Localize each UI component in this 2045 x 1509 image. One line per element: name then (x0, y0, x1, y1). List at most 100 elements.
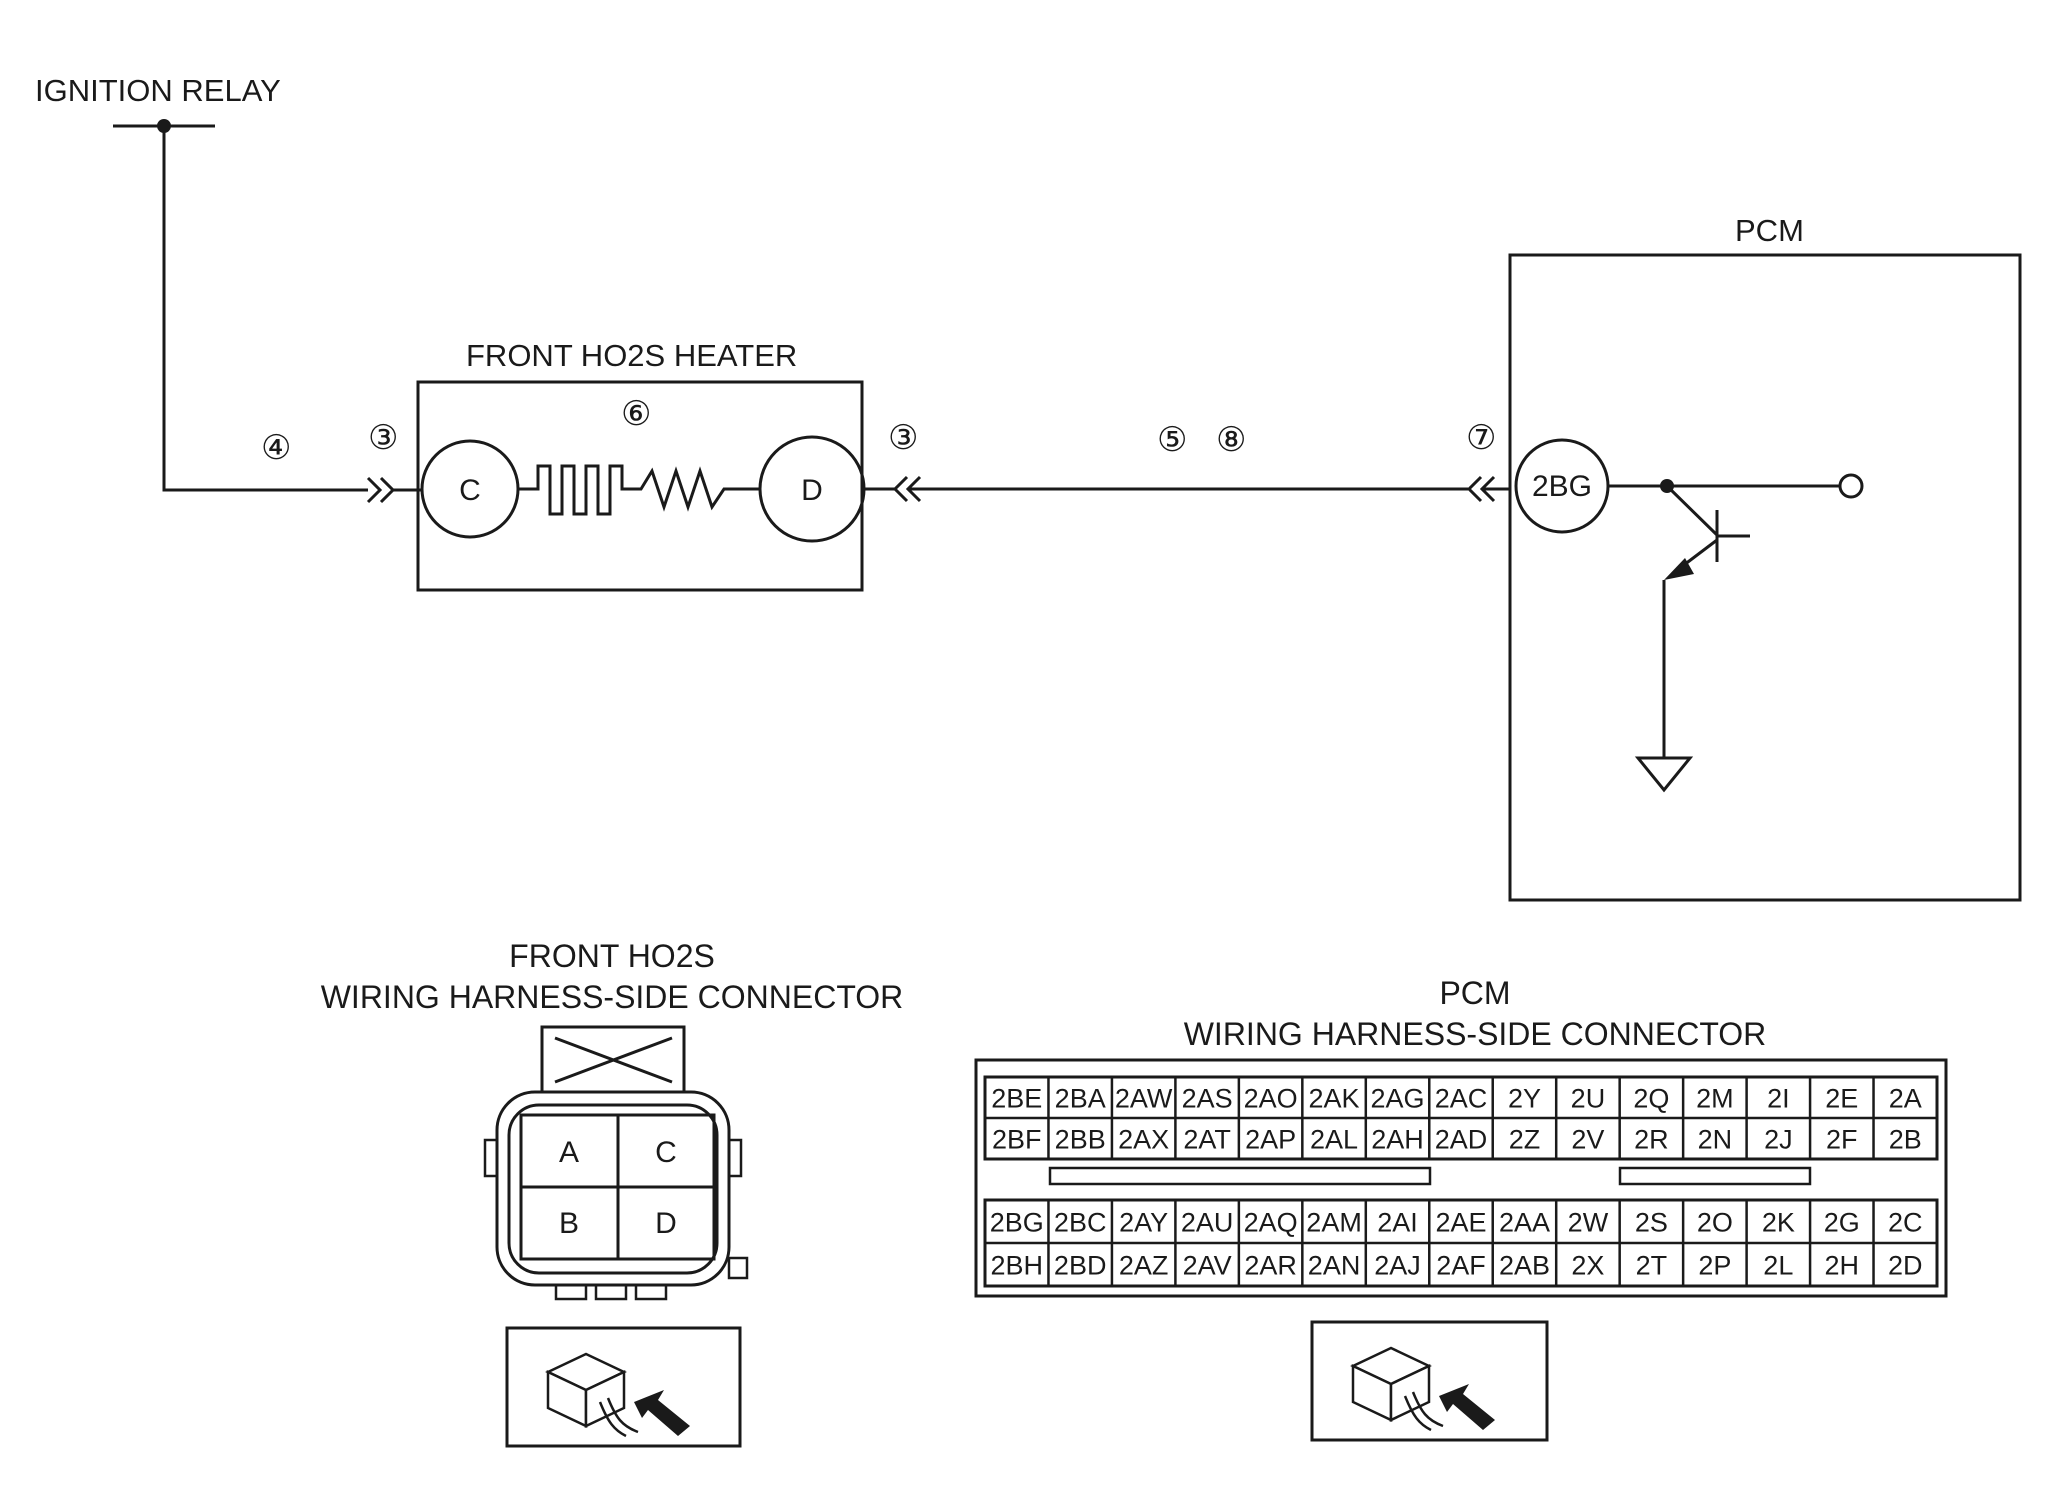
ignition-relay-label: IGNITION RELAY (35, 73, 281, 108)
pcm-pin-2aw: 2AW (1115, 1084, 1173, 1114)
pcm-pin-2ac: 2AC (1435, 1084, 1488, 1114)
pcm-pin-2ad: 2AD (1435, 1125, 1488, 1155)
pcm-connector-title-1: PCM (1439, 975, 1510, 1011)
pcm-pin-2w: 2W (1568, 1208, 1609, 1238)
transistor-emitter-arrow (1664, 558, 1694, 580)
pcm-pin-2bc: 2BC (1054, 1208, 1107, 1238)
pcm-pin-2ay: 2AY (1119, 1208, 1168, 1238)
pcm-pin-2ab: 2AB (1499, 1251, 1550, 1281)
ho2s-pin-b: B (559, 1207, 579, 1240)
pcm-pin-2bb: 2BB (1055, 1125, 1106, 1155)
ho2s-connector-title-2: WIRING HARNESS-SIDE CONNECTOR (321, 979, 904, 1015)
pcm-label: PCM (1735, 213, 1804, 248)
pcm-pin-2ai: 2AI (1377, 1208, 1418, 1238)
heater-label: FRONT HO2S HEATER (466, 338, 797, 373)
pcm-pin-2ao: 2AO (1244, 1084, 1298, 1114)
pcm-pin-2ar: 2AR (1244, 1251, 1297, 1281)
connector-chevron-right-1 (892, 475, 909, 503)
pcm-pin-2y: 2Y (1508, 1084, 1541, 1114)
pcm-pin-2d: 2D (1888, 1251, 1923, 1281)
heater-terminal-d-label: D (801, 474, 823, 507)
pcm-pin-2z: 2Z (1509, 1125, 1541, 1155)
pcm-pin-2ax: 2AX (1118, 1125, 1169, 1155)
pcm-pin-2al: 2AL (1310, 1125, 1358, 1155)
pcm-pin-2a: 2A (1889, 1084, 1922, 1114)
pcm-pin-2c: 2C (1888, 1208, 1923, 1238)
pcm-pin-2x: 2X (1571, 1251, 1604, 1281)
pcm-pin-2bd: 2BD (1054, 1251, 1107, 1281)
pcm-pin-2n: 2N (1698, 1125, 1733, 1155)
connector-chevron-pcm-1 (1466, 475, 1483, 503)
ho2s-connector-face: A C B D (483, 1025, 749, 1301)
pcm-pin-2h: 2H (1825, 1251, 1860, 1281)
heater-terminal-d (758, 435, 866, 543)
pcm-pin-2ap: 2AP (1245, 1125, 1296, 1155)
pcm-connector-key-right (1618, 1166, 1812, 1186)
pcm-pin-2at: 2AT (1183, 1125, 1231, 1155)
pcm-connector-housing (974, 1058, 1948, 1298)
pcm-connector-face: 2BE 2BA 2AW 2AS 2AO 2AK 2AG 2AC 2Y 2U 2Q 2M 2I 2E 2A 2B… (974, 1058, 1948, 1298)
pcm-pin-2bg: 2BG (990, 1208, 1044, 1238)
wire-ignition-to-heater (162, 126, 368, 492)
pcm-pin-2u: 2U (1571, 1084, 1606, 1114)
pcm-connector-key-left (1048, 1166, 1432, 1186)
pcm-pin-2p: 2P (1698, 1251, 1731, 1281)
connector-chevron-left-1 (366, 476, 383, 504)
pcm-pin-2bh: 2BH (990, 1251, 1043, 1281)
view-direction-icon-pcm (1310, 1320, 1549, 1442)
ho2s-pin-d: D (655, 1207, 677, 1240)
callout-7: ⑦ (1466, 419, 1496, 457)
ho2s-connector-title-1: FRONT HO2S (509, 938, 715, 974)
heater-element-resistor (518, 464, 759, 516)
pcm-pin-2q: 2Q (1633, 1084, 1669, 1114)
pcm-pin-2ae: 2AE (1435, 1208, 1486, 1238)
pcm-pin-2b: 2B (1889, 1125, 1922, 1155)
pcm-pin-2ba: 2BA (1055, 1084, 1106, 1114)
pcm-pin-2ak: 2AK (1309, 1084, 1360, 1114)
ho2s-pin-a: A (559, 1136, 579, 1169)
pcm-pin-2j: 2J (1764, 1125, 1793, 1155)
pcm-pin-2o: 2O (1697, 1208, 1733, 1238)
ho2s-pin-c: C (655, 1136, 677, 1169)
pcm-pin-2m: 2M (1696, 1084, 1734, 1114)
pcm-pin-2aj: 2AJ (1374, 1251, 1421, 1281)
pcm-pin-2aq: 2AQ (1244, 1208, 1298, 1238)
view-direction-icon-ho2s (505, 1326, 742, 1448)
pcm-pin-2g: 2G (1824, 1208, 1860, 1238)
pcm-pin-2v: 2V (1571, 1125, 1604, 1155)
ground-symbol (1634, 756, 1694, 793)
pcm-connector-title-2: WIRING HARNESS-SIDE CONNECTOR (1184, 1016, 1767, 1052)
pcm-pin-2ag: 2AG (1371, 1084, 1425, 1114)
pcm-pin-2f: 2F (1826, 1125, 1858, 1155)
pcm-pin-2aa: 2AA (1499, 1208, 1550, 1238)
callout-6: ⑥ (621, 395, 651, 433)
heater-box (416, 380, 864, 592)
callout-8: ⑧ (1216, 421, 1246, 459)
callout-5: ⑤ (1157, 421, 1187, 459)
pcm-pin-2be: 2BE (991, 1084, 1042, 1114)
pcm-pin-2ah: 2AH (1371, 1125, 1424, 1155)
pcm-pin-2av: 2AV (1183, 1251, 1232, 1281)
callout-4: ④ (261, 429, 291, 467)
pcm-pin-2s: 2S (1635, 1208, 1668, 1238)
pcm-pin-2am: 2AM (1306, 1208, 1362, 1238)
pcm-pin-2e: 2E (1825, 1084, 1858, 1114)
pcm-pin-2af: 2AF (1436, 1251, 1486, 1281)
pcm-pin-2i: 2I (1767, 1084, 1790, 1114)
pcm-pin-2k: 2K (1762, 1208, 1795, 1238)
pcm-pin-2as: 2AS (1182, 1084, 1233, 1114)
transistor-collector (1665, 484, 1719, 537)
pcm-pin-2l: 2L (1763, 1251, 1793, 1281)
pcm-pin-2au: 2AU (1181, 1208, 1234, 1238)
callout-3-right: ③ (888, 419, 918, 457)
connector-chevron-left-2 (379, 476, 396, 504)
pcm-open-terminal (1838, 473, 1864, 499)
pcm-pin-2az: 2AZ (1119, 1251, 1169, 1281)
heater-terminal-c-label: C (459, 474, 481, 507)
callout-3-left: ③ (368, 419, 398, 457)
pcm-pin-2t: 2T (1636, 1251, 1668, 1281)
pcm-connector-grid: 2BE 2BA 2AW 2AS 2AO 2AK 2AG 2AC 2Y 2U 2Q 2M 2I 2E 2A 2B… (985, 1077, 1937, 1286)
pcm-pin-2r: 2R (1634, 1125, 1669, 1155)
pcm-pin-2bf: 2BF (992, 1125, 1042, 1155)
